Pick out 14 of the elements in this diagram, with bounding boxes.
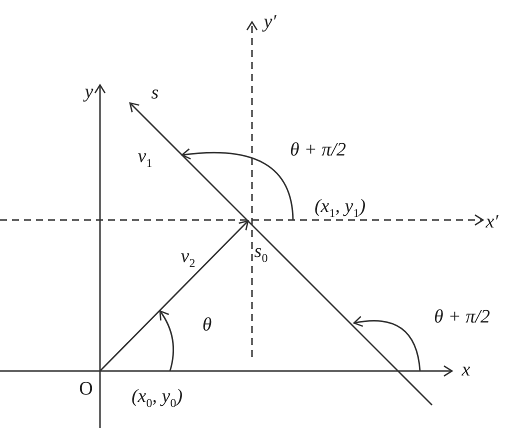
axis-label: x′ [486, 212, 498, 232]
axis-label: y′ [264, 12, 276, 32]
axis-label: y [84, 82, 94, 102]
coordinate-label: (x$_{1}$, y$_{1}$) [314, 197, 366, 219]
angle-label: θ [202, 316, 212, 334]
angle-label: θ + π/2 [290, 140, 346, 160]
coordinate-label: (x$_{0}$, y$_{0}$) [131, 387, 183, 409]
vector-label: v$_{2}$ [180, 247, 196, 269]
origin-label: O [79, 380, 93, 398]
angle-label: θ + π/2 [434, 308, 490, 326]
line-label: s [151, 84, 159, 102]
point-label: s$_{0}$ [254, 242, 268, 264]
axis-label: x [462, 360, 470, 380]
vector-label: v$_{1}$ [138, 147, 152, 169]
